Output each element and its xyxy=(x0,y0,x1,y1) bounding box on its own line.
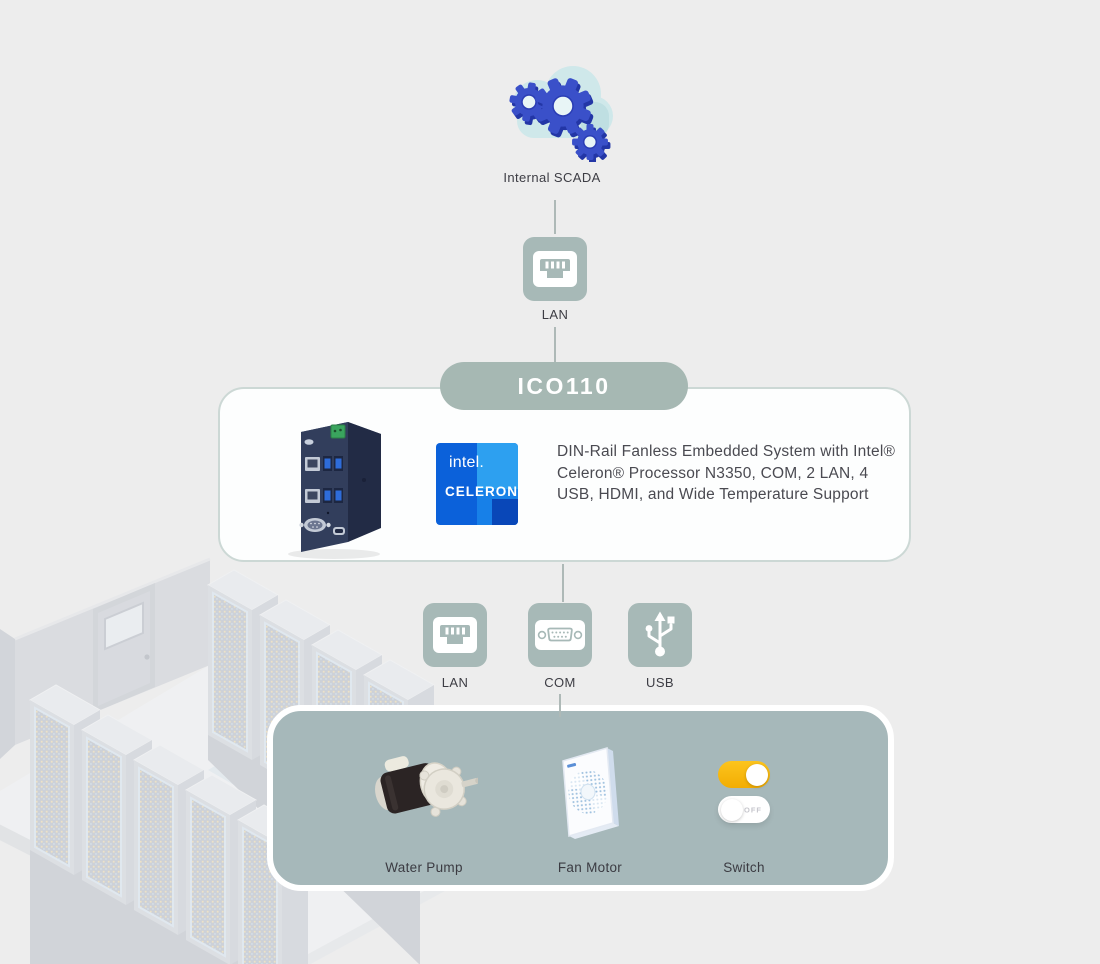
toggle-off: OFF xyxy=(718,796,770,823)
ethernet-port-icon xyxy=(523,237,587,301)
device-photo xyxy=(288,422,381,559)
model-badge: ICO110 xyxy=(440,362,688,410)
lan-top-label: LAN xyxy=(541,307,569,322)
lan-top-tile xyxy=(523,237,587,301)
usb-icon xyxy=(628,603,692,667)
badge-accent xyxy=(492,499,518,525)
port-label-lan: LAN xyxy=(441,675,469,690)
intel-brand-text: intel. xyxy=(449,454,484,471)
connector-lan-device xyxy=(554,327,556,365)
toggle-knob xyxy=(720,798,743,821)
toggle-off-label: OFF xyxy=(744,805,762,814)
water-pump-label: Water Pump xyxy=(385,860,463,875)
port-label-usb: USB xyxy=(646,675,674,690)
badge-accent xyxy=(477,443,518,489)
device-description: DIN-Rail Fanless Embedded System with In… xyxy=(557,443,896,503)
fan-motor-icon xyxy=(562,747,619,839)
lan-ports xyxy=(305,457,320,503)
connector-scada-lan xyxy=(554,200,556,234)
water-pump-icon xyxy=(375,756,478,817)
connector-device-ports xyxy=(562,564,564,602)
peripheral-water-pump: Water Pump xyxy=(349,741,499,875)
toggle-knob xyxy=(745,763,768,786)
hdmi-port xyxy=(333,527,345,535)
port-label-com: COM xyxy=(544,675,576,690)
scada-cloud-gears-icon xyxy=(506,66,613,162)
vendor-logo xyxy=(304,439,314,445)
port-tile-lan xyxy=(423,603,487,667)
celeron-family-text: CELERON xyxy=(445,484,518,499)
gear-icon xyxy=(506,68,611,162)
connector-ports-peripherals xyxy=(559,694,561,717)
scada-label: Internal SCADA xyxy=(503,170,601,185)
intel-celeron-badge: intel. CELERON xyxy=(436,443,518,525)
com-port-icon xyxy=(528,603,592,667)
fan-motor-label: Fan Motor xyxy=(557,860,623,875)
port-tile-usb xyxy=(628,603,692,667)
terminal-block xyxy=(330,424,346,439)
peripheral-switch: OFF Switch xyxy=(669,741,819,875)
switch-label: Switch xyxy=(723,860,765,875)
ethernet-port-icon xyxy=(423,603,487,667)
port-tile-com xyxy=(528,603,592,667)
com-port xyxy=(299,518,331,532)
switch-icon: OFF xyxy=(718,761,770,823)
peripheral-fan-motor: Fan Motor xyxy=(515,741,665,875)
usb-ports xyxy=(323,456,343,503)
toggle-on xyxy=(718,761,770,788)
peripherals-card: Water Pump xyxy=(267,705,894,891)
